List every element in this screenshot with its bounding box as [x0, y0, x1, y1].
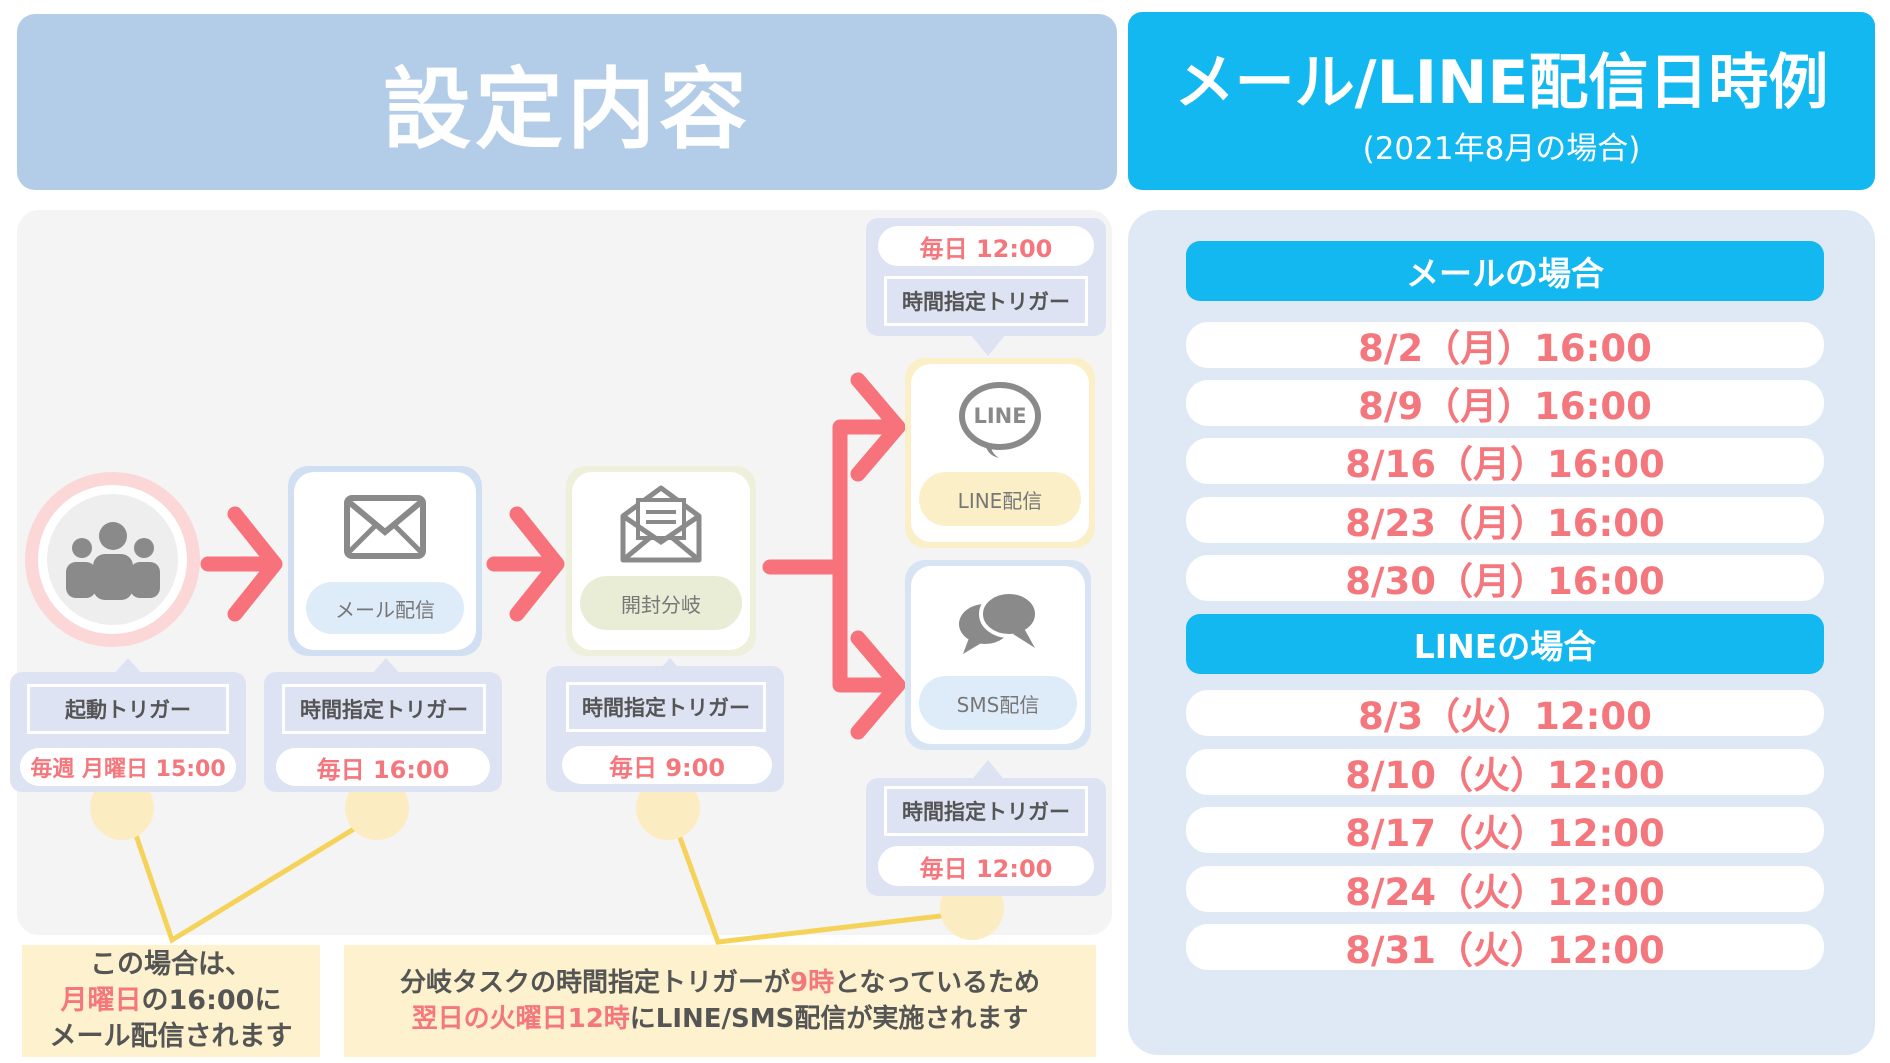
- right-note-line2: 翌日の火曜日12時にLINE/SMS配信が実施されます: [411, 1004, 1029, 1034]
- mail-date-row: 8/23（月）16:00: [1186, 497, 1824, 545]
- users-icon: [47, 494, 178, 625]
- settings-title: 設定内容: [382, 57, 751, 161]
- sms-pill: SMS配信: [919, 676, 1077, 730]
- left-note-line1: この場合は、: [90, 949, 252, 980]
- open-envelope-icon: [620, 485, 702, 563]
- branch-arrow-down: [832, 559, 906, 693]
- left-note: この場合は、 月曜日の16:00に メール配信されます: [22, 945, 320, 1057]
- branch-trigger-label: 時間指定トリガー: [566, 682, 766, 732]
- right-note-highlight-2: 翌日の火曜日12時: [411, 1004, 630, 1034]
- branch-arrow-up: [762, 419, 906, 575]
- mail-pill: メール配信: [306, 582, 464, 634]
- schedule-subtitle: (2021年8月の場合): [1362, 131, 1641, 167]
- line-trigger-label: 時間指定トリガー: [884, 276, 1088, 326]
- line-label-tail: [970, 334, 1006, 356]
- line-date-row: 8/24（火）12:00: [1186, 866, 1824, 914]
- sms-trigger-label: 時間指定トリガー: [884, 786, 1088, 836]
- branch-trigger-time: 毎日 9:00: [562, 746, 772, 784]
- branch-pill: 開封分岐: [580, 576, 742, 630]
- left-note-line3: メール配信されます: [49, 1021, 293, 1052]
- line-trigger-time: 毎日 12:00: [878, 226, 1094, 266]
- arrow-1-head: [227, 506, 283, 622]
- branch-arrow-up-head: [850, 372, 906, 482]
- envelope-icon: [344, 495, 426, 559]
- left-note-highlight: 月曜日: [60, 985, 142, 1016]
- mail-date-row: 8/16（月）16:00: [1186, 438, 1824, 486]
- sms-label-tail: [970, 760, 1006, 782]
- right-note-connector: [667, 809, 976, 945]
- start-trigger-time: 毎週 月曜日 15:00: [20, 748, 236, 786]
- chat-bubbles-icon: [959, 590, 1039, 654]
- schedule-header: メール/LINE配信日時例 (2021年8月の場合): [1128, 12, 1875, 190]
- sms-node[interactable]: SMS配信: [905, 560, 1091, 750]
- start-trigger-node[interactable]: [25, 472, 200, 647]
- start-label-tail: [112, 658, 144, 676]
- branch-arrow-down-head: [850, 630, 906, 740]
- mail-date-row: 8/30（月）16:00: [1186, 555, 1824, 603]
- mail-trigger-label: 時間指定トリガー: [282, 684, 486, 734]
- mail-date-row: 8/2（月）16:00: [1186, 322, 1824, 370]
- line-schedule-caption: LINEの場合: [1186, 614, 1824, 674]
- sms-trigger-time: 毎日 12:00: [878, 846, 1094, 886]
- mail-date-row: 8/9（月）16:00: [1186, 380, 1824, 428]
- line-date-row: 8/17（火）12:00: [1186, 807, 1824, 855]
- line-date-row: 8/31（火）12:00: [1186, 924, 1824, 972]
- start-trigger-label: 起動トリガー: [27, 684, 229, 734]
- mail-node[interactable]: メール配信: [288, 466, 482, 656]
- line-node[interactable]: LINE LINE配信: [905, 358, 1095, 548]
- line-bubble-icon: [959, 382, 1041, 458]
- left-note-line2: 月曜日の16:00に: [60, 985, 282, 1016]
- line-pill: LINE配信: [919, 472, 1081, 526]
- right-note-highlight-1: 9時: [790, 968, 835, 998]
- mail-label-tail: [370, 658, 402, 676]
- right-note: 分岐タスクの時間指定トリガーが9時となっているため 翌日の火曜日12時にLINE…: [344, 945, 1096, 1057]
- line-date-row: 8/3（火）12:00: [1186, 690, 1824, 738]
- arrow-2-head: [509, 506, 565, 622]
- branch-node[interactable]: 開封分岐: [566, 466, 756, 656]
- line-date-row: 8/10（火）12:00: [1186, 749, 1824, 797]
- left-note-connector: [125, 807, 387, 944]
- right-note-line1: 分岐タスクの時間指定トリガーが9時となっているため: [399, 968, 1041, 998]
- mail-trigger-time: 毎日 16:00: [276, 748, 490, 786]
- line-logo-text: LINE: [973, 404, 1027, 428]
- settings-header: 設定内容: [17, 14, 1117, 190]
- mail-schedule-caption: メールの場合: [1186, 241, 1824, 301]
- schedule-title: メール/LINE配信日時例: [1174, 48, 1829, 118]
